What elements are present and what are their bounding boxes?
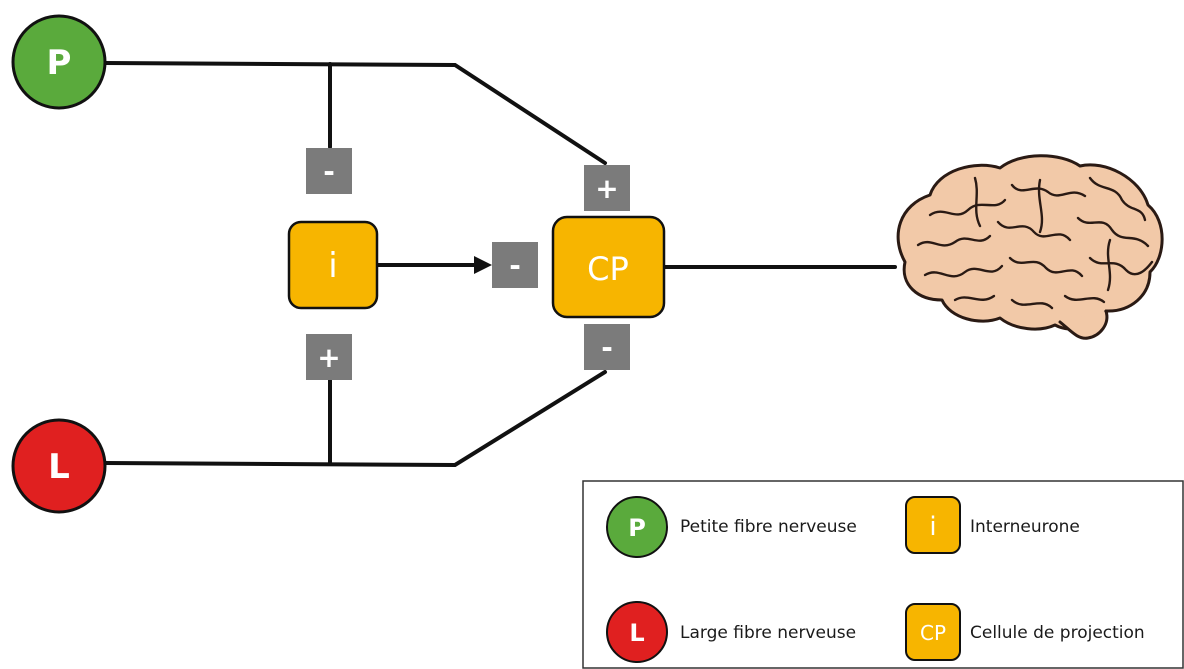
l-node: L: [11, 418, 107, 514]
sign-l-to-i-label: +: [317, 341, 340, 374]
l-circle: [11, 418, 107, 514]
i-box: [287, 220, 379, 310]
p-label: P: [47, 43, 72, 83]
brain-icon: [896, 154, 1164, 340]
legend-item-i: i Interneurone: [905, 496, 1080, 554]
l-fiber-line: [103, 370, 607, 468]
legend-i-text: Interneurone: [970, 517, 1080, 537]
sign-p-to-cp-label: +: [595, 172, 618, 205]
sign-i-to-cp: -: [492, 242, 538, 288]
cp-box: [551, 215, 666, 319]
legend-item-p: P Petite fibre nerveuse: [606, 496, 857, 558]
connection-lines: [103, 61, 897, 468]
cp-label: CP: [587, 250, 629, 288]
sign-i-to-cp-label: -: [509, 249, 521, 282]
i-to-cp-arrowhead: [474, 256, 492, 274]
cp-node: CP: [551, 215, 666, 319]
p-circle: [11, 14, 107, 110]
legend-i-symbol: i: [929, 512, 936, 542]
legend: P Petite fibre nerveuse i Interneurone L…: [582, 480, 1184, 669]
sign-l-to-cp: -: [584, 324, 630, 370]
legend-l-text: Large fibre nerveuse: [680, 623, 856, 643]
legend-item-l: L Large fibre nerveuse: [606, 601, 856, 663]
legend-l-symbol: L: [629, 619, 644, 647]
sign-p-to-cp: +: [584, 165, 630, 211]
i-label: i: [328, 246, 337, 286]
legend-cp-symbol: CP: [920, 621, 946, 645]
legend-p-text: Petite fibre nerveuse: [680, 517, 857, 537]
p-fiber-line: [103, 61, 607, 165]
legend-box: [582, 480, 1184, 669]
sign-l-to-cp-label: -: [601, 331, 613, 364]
legend-cp-text: Cellule de projection: [970, 623, 1145, 643]
sign-p-to-i-label: -: [323, 155, 335, 188]
legend-p-symbol: P: [628, 514, 646, 542]
sign-l-to-i: +: [306, 334, 352, 380]
p-node: P: [11, 14, 107, 110]
sign-p-to-i: -: [306, 148, 352, 194]
i-node: i: [287, 220, 379, 310]
l-label: L: [48, 447, 70, 487]
legend-item-cp: CP Cellule de projection: [905, 603, 1145, 661]
